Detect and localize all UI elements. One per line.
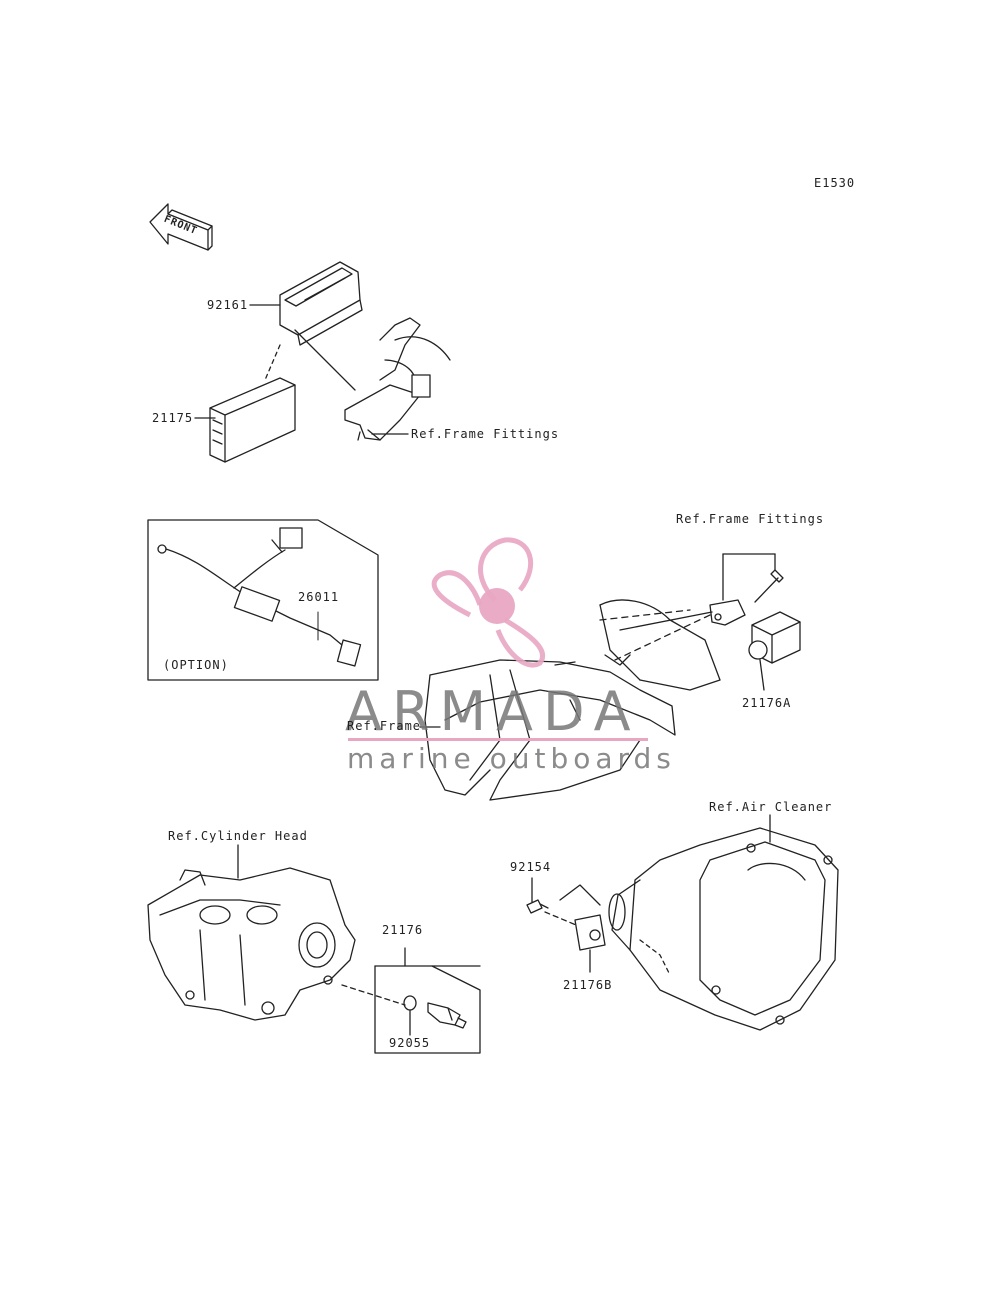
front-arrow-icon [149, 203, 213, 251]
ref-frame-fittings-top: Ref.Frame Fittings [411, 427, 560, 441]
harness-26011 [157, 527, 362, 667]
part-21176: 21176 [382, 923, 424, 937]
part-21176A: 21176A [742, 696, 792, 710]
option-label: (OPTION) [163, 658, 229, 672]
part-21175: 21175 [152, 411, 194, 425]
sensor-21176A [748, 611, 801, 691]
part-92154: 92154 [510, 860, 552, 874]
option-box [147, 519, 379, 681]
ref-cylinder-head: Ref.Cylinder Head [168, 829, 308, 843]
sensor-21176 [427, 1002, 467, 1029]
sensor-21176B [559, 884, 606, 951]
frame-fittings-bracket [709, 569, 784, 626]
part-92161: 92161 [207, 298, 249, 312]
ecu-21175 [209, 377, 296, 463]
watermark-brand: ARMADA [345, 680, 641, 743]
ref-frame-fittings-mid: Ref.Frame Fittings [676, 512, 825, 526]
part-21176B: 21176B [563, 978, 613, 992]
ref-frame: Ref.Frame [347, 719, 422, 733]
part-26011: 26011 [298, 590, 340, 604]
bolt-92154 [526, 899, 549, 914]
part-92055: 92055 [389, 1036, 431, 1050]
ecu-cover-92161 [279, 261, 363, 346]
diagram-code: E1530 [814, 176, 856, 190]
air-cleaner [608, 827, 839, 1031]
watermark-tagline: marine outboards [347, 742, 676, 775]
cylinder-head [147, 867, 356, 1021]
ref-air-cleaner: Ref.Air Cleaner [709, 800, 833, 814]
frame-bracket [344, 317, 451, 441]
watermark-divider [348, 738, 648, 741]
